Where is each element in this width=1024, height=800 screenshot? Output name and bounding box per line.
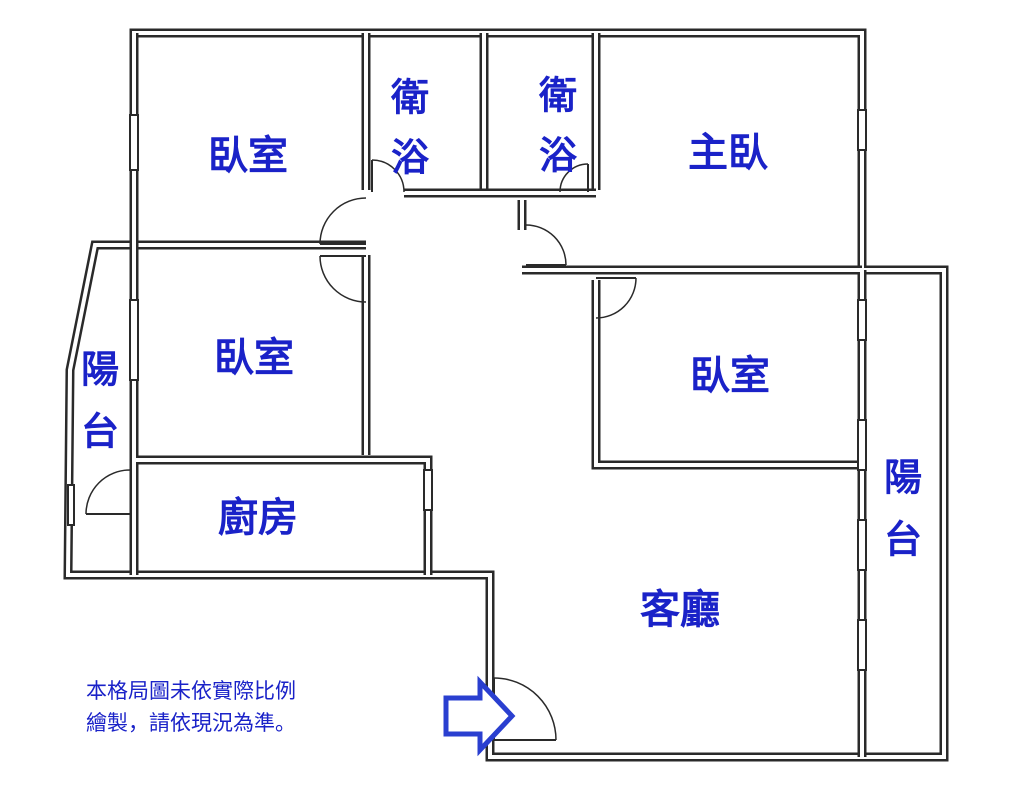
room-label-balcony-left-char-1: 陽 <box>81 348 119 392</box>
room-label-bath-2-char-1: 衛 <box>538 74 577 118</box>
room-label-balcony-right-char-2: 台 <box>884 518 922 562</box>
room-label-living-room: 客廳 <box>640 587 720 633</box>
walls <box>63 28 949 762</box>
room-label-balcony-left-char-2: 台 <box>81 410 119 454</box>
entrance-arrow-icon <box>443 675 516 757</box>
room-label-bath-2-char-2: 浴 <box>539 134 578 178</box>
disclaimer-line-2: 繪製，請依現況為準。 <box>86 711 296 735</box>
room-label-kitchen: 廚房 <box>218 495 298 541</box>
room-label-bedroom-top-left: 臥室 <box>208 133 288 179</box>
room-label-bedroom-right: 臥室 <box>690 353 770 399</box>
disclaimer-line-1: 本格局圖未依實際比例 <box>86 679 296 703</box>
windows <box>67 109 867 671</box>
room-label-master-bedroom: 主臥 <box>688 130 768 176</box>
room-label-balcony-right-char-1: 陽 <box>884 456 922 500</box>
doors <box>85 159 637 741</box>
room-label-bath-1-char-2: 浴 <box>391 136 430 180</box>
room-label-bath-1-char-1: 衛 <box>390 76 429 120</box>
room-label-bedroom-mid-left: 臥室 <box>214 335 294 381</box>
